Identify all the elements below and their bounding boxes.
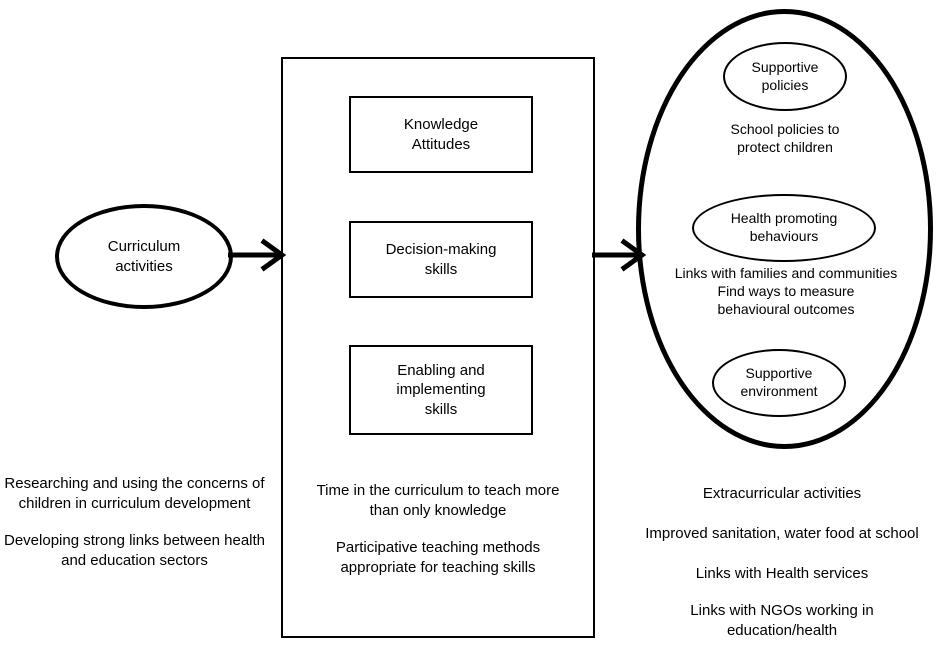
- process-box-knowledge: Knowledge Attitudes: [349, 96, 533, 173]
- outcome-note-extracurricular: Extracurricular activities: [702, 485, 862, 502]
- input-note-researching: Researching and using the concerns of ch…: [4, 475, 265, 512]
- process-note-participative: Participative teaching methods appropria…: [335, 539, 541, 576]
- arrow-input-to-process-icon: [228, 238, 287, 272]
- input-ellipse: Curriculum activities: [55, 204, 233, 309]
- outcome-inner-ellipse-supportive-policies: Supportive policies: [723, 42, 847, 111]
- process-note-time: Time in the curriculum to teach more tha…: [316, 482, 560, 519]
- outcome-inner-note-links-families: Links with families and communities Find…: [674, 265, 898, 318]
- outcome-inner-note-school-policies: School policies to protect children: [730, 121, 840, 156]
- outcome-note-ngos: Links with NGOs working in education/hea…: [690, 602, 874, 639]
- process-box-knowledge-label: Knowledge Attitudes: [403, 116, 479, 153]
- input-ellipse-label: Curriculum activities: [107, 238, 181, 275]
- outcome-inner-ellipse-health-promoting: Health promoting behaviours: [692, 194, 876, 262]
- outcome-note-sanitation: Improved sanitation, water food at schoo…: [645, 525, 919, 542]
- process-box-enabling-label: Enabling and implementing skills: [396, 362, 486, 418]
- outcome-inner-ellipse-supportive-policies-label: Supportive policies: [751, 58, 819, 93]
- outcome-inner-ellipse-supportive-environment: Supportive environment: [712, 349, 846, 417]
- process-box-enabling: Enabling and implementing skills: [349, 345, 533, 435]
- process-box-decision-making-label: Decision-making skills: [385, 241, 497, 278]
- outcome-inner-ellipse-health-promoting-label: Health promoting behaviours: [730, 210, 838, 244]
- arrow-input-to-process: [228, 238, 287, 272]
- outcome-ellipse: [636, 9, 933, 449]
- process-frame: [281, 57, 595, 638]
- process-box-decision-making: Decision-making skills: [349, 221, 533, 298]
- input-note-developing-links: Developing strong links between health a…: [4, 532, 265, 569]
- outcome-note-health-services: Links with Health services: [695, 565, 869, 582]
- outcome-inner-ellipse-supportive-environment-label: Supportive environment: [740, 365, 818, 399]
